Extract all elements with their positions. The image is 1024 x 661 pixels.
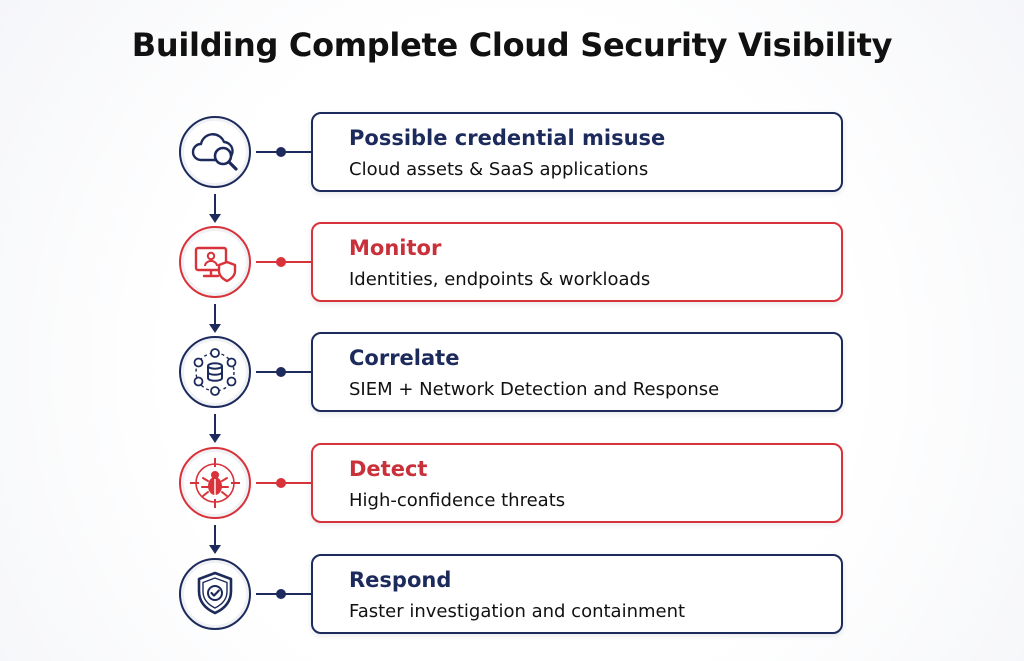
bug-target-icon — [190, 458, 240, 508]
step-connector-dot — [276, 589, 286, 599]
step-connector-dot — [276, 147, 286, 157]
step-title: Detect — [349, 457, 428, 481]
step-respond: Respond Faster investigation and contain… — [0, 554, 1024, 634]
step-subtitle: Cloud assets & SaaS applications — [349, 159, 649, 180]
step-monitor: Monitor Identities, endpoints & workload… — [0, 222, 1024, 302]
diagram-title: Building Complete Cloud Security Visibil… — [131, 26, 893, 64]
step-title: Respond — [349, 568, 452, 592]
down-arrow-icon — [209, 414, 221, 444]
step-card: Monitor Identities, endpoints & workload… — [311, 222, 843, 302]
step-connector-dot — [276, 478, 286, 488]
cloud-search-icon — [191, 133, 238, 171]
step-subtitle: High-confidence threats — [349, 490, 566, 511]
step-icon-circle — [179, 447, 251, 519]
down-arrow-icon — [209, 194, 221, 224]
step-card: Respond Faster investigation and contain… — [311, 554, 843, 634]
step-card: Detect High-confidence threats — [311, 443, 843, 523]
step-subtitle: SIEM + Network Detection and Response — [349, 379, 720, 400]
step-title: Possible credential misuse — [349, 126, 666, 150]
shield-check-icon — [197, 571, 233, 615]
step-card: Correlate SIEM + Network Detection and R… — [311, 332, 843, 412]
step-icon-circle — [179, 336, 251, 408]
monitor-shield-icon — [194, 246, 237, 283]
step-credential-misuse: Possible credential misuse Cloud assets … — [0, 112, 1024, 192]
step-connector-dot — [276, 367, 286, 377]
down-arrow-icon — [209, 525, 221, 555]
step-subtitle: Faster investigation and containment — [349, 601, 686, 622]
step-subtitle: Identities, endpoints & workloads — [349, 269, 651, 290]
network-database-icon — [193, 348, 237, 396]
step-title: Correlate — [349, 346, 460, 370]
step-card: Possible credential misuse Cloud assets … — [311, 112, 843, 192]
step-icon-circle — [179, 558, 251, 630]
step-icon-circle — [179, 116, 251, 188]
step-detect: Detect High-confidence threats — [0, 443, 1024, 523]
step-title: Monitor — [349, 236, 442, 260]
step-correlate: Correlate SIEM + Network Detection and R… — [0, 332, 1024, 412]
down-arrow-icon — [209, 304, 221, 334]
step-icon-circle — [179, 226, 251, 298]
step-connector-dot — [276, 257, 286, 267]
